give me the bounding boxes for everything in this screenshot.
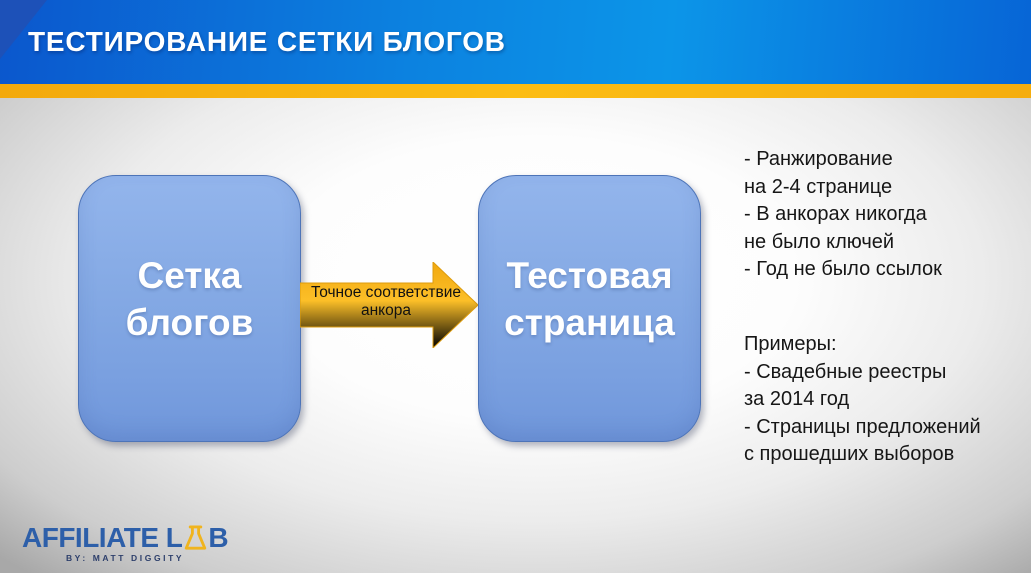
header-bar: ТЕСТИРОВАНИЕ СЕТКИ БЛОГОВ [0,0,1031,84]
notes-results: - Ранжирование на 2-4 странице - В анкор… [744,148,942,280]
logo-text-right: B [208,522,229,553]
blog-grid-box-label: Сетка блогов [125,254,254,343]
accent-stripe [0,84,1031,98]
blog-grid-box: Сетка блогов [78,175,301,442]
logo-wordmark: AFFILIATE L B [22,522,229,553]
notes-examples: Примеры: - Свадебные реестры за 2014 год… [744,333,981,465]
page-title: ТЕСТИРОВАНИЕ СЕТКИ БЛОГОВ [28,26,506,57]
arrow-shape-icon [300,262,478,348]
slide-body: Сетка блогов Точное соответствие анкора … [0,98,1031,573]
flask-icon [185,525,207,550]
anchor-arrow: Точное соответствие анкора [300,262,478,348]
affiliate-lab-logo: AFFILIATE L B BY: MATT DIGGITY [22,522,229,564]
logo-tagline: BY: MATT DIGGITY [65,553,185,563]
logo-text-left: AFFILIATE L [22,522,183,553]
test-page-box: Тестовая страница [478,175,701,442]
test-page-box-label: Тестовая страница [504,254,675,343]
arrow-label: Точное соответствие анкора [310,284,462,319]
